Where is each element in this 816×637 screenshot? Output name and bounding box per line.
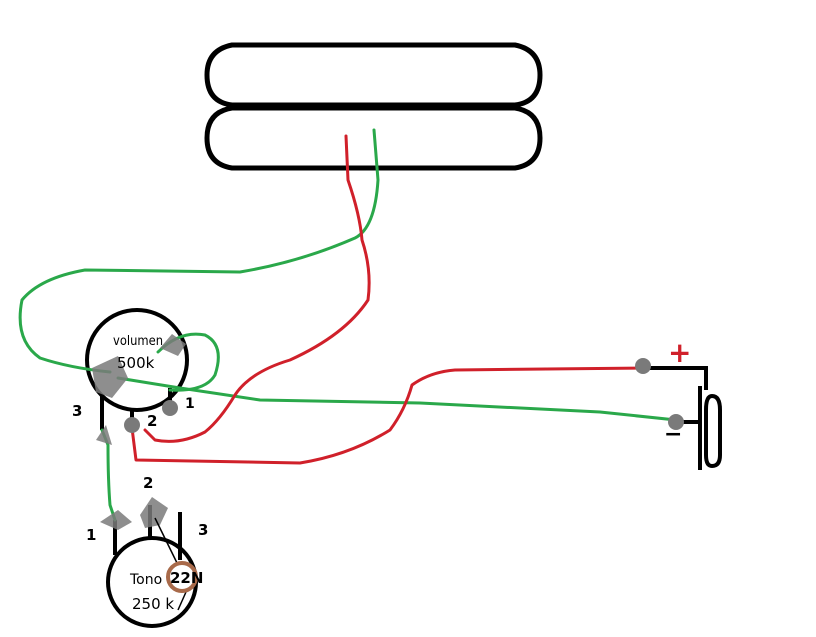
capacitor-body [166, 561, 198, 593]
pickup [204, 42, 543, 171]
hot-wires [130, 134, 645, 465]
jack-positive-label: + [668, 336, 691, 369]
solder-volume-lug-1 [162, 400, 178, 416]
solder-jack-tip [635, 358, 651, 374]
ground-wires [18, 128, 678, 522]
pickup-coil-bottom [204, 105, 543, 171]
solder-jack-sleeve [668, 414, 684, 430]
jack-negative-label: − [664, 422, 682, 447]
volume-lug-2-label: 2 [147, 412, 157, 430]
solder-tone-lug-2 [140, 497, 168, 528]
tone-lug-2-label: 2 [143, 474, 153, 492]
tone-lug-1-label: 1 [86, 526, 96, 544]
solder-tone-lug-1 [100, 510, 132, 530]
solder-points [92, 334, 684, 530]
volume-pot [85, 308, 189, 412]
hot-pickup-to-volume [143, 134, 371, 443]
jack-body [704, 393, 722, 469]
ground-volume-jumper [156, 332, 220, 392]
volume-lug-3-label: 3 [72, 402, 82, 420]
tone-pot-value: 250 k [132, 595, 174, 613]
ground-pickup-loop [18, 128, 380, 374]
capacitor: 22N [154, 517, 203, 611]
capacitor-label: 22N [170, 569, 203, 587]
tone-pot-name: Tono [129, 572, 162, 588]
capacitor-lead-out [177, 591, 187, 611]
pickup-coil-top [204, 42, 543, 108]
solder-volume-lug-2 [124, 417, 140, 433]
volume-pot-value: 500k [117, 354, 155, 372]
solder-volume-lug-top [160, 334, 186, 356]
hot-volume-to-jack [130, 366, 645, 465]
ground-volume-to-jack [116, 376, 678, 422]
volume-lug-1-label: 1 [185, 396, 195, 412]
volume-pot-name: volumen [113, 334, 163, 349]
tone-lug-3-label: 3 [198, 521, 208, 539]
ground-volume-to-tone [100, 428, 117, 522]
capacitor-lead-in [154, 517, 179, 566]
solder-volume-ground-blob [92, 356, 128, 398]
solder-volume-lug-3 [96, 425, 112, 445]
